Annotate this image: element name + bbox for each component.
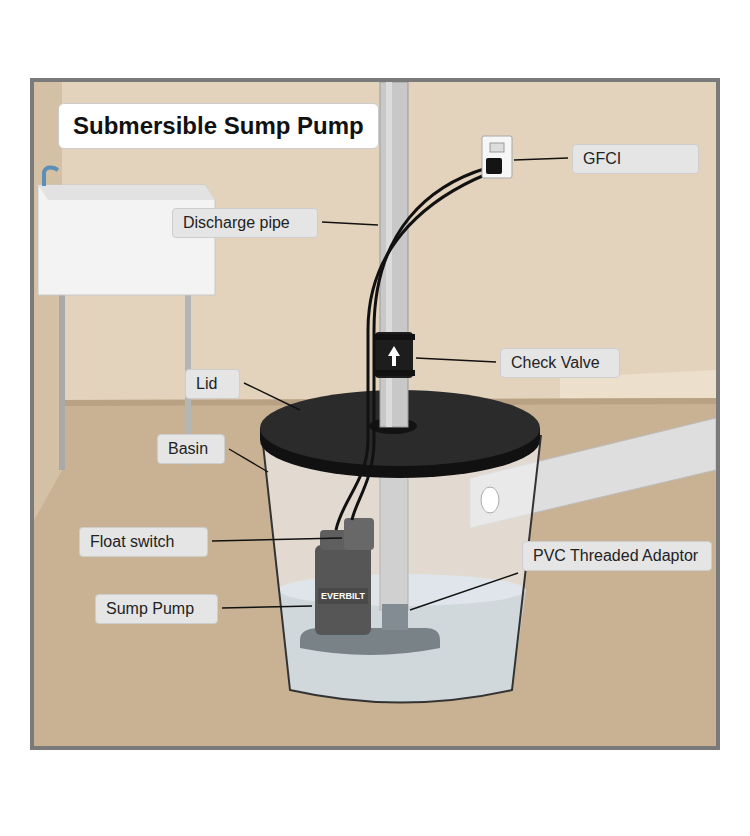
leader-line [410,573,518,610]
part-label: Sump Pump [95,594,218,624]
valve-band [373,370,415,376]
part-label: Check Valve [500,348,620,378]
diagram-title: Submersible Sump Pump [58,103,379,149]
gfci-outlet [482,136,512,178]
power-cord [352,168,487,520]
back-wall [34,82,716,746]
part-label: Float switch [79,527,208,557]
part-label: GFCI [572,144,699,174]
flow-arrow [388,346,400,366]
leader-line [244,383,300,410]
sink-faucet [44,168,58,187]
sink-tub [38,185,215,295]
sink-leg [59,290,65,470]
leader-line [514,158,568,160]
part-label: Basin [157,434,225,464]
sink-rim [38,185,215,200]
label-text: Float switch [90,532,174,552]
frame [32,80,718,748]
label-text: Basin [168,439,208,459]
leader-line [416,358,496,362]
outlet-socket [490,143,504,152]
label-text: PVC Threaded Adaptor [533,546,698,566]
brand-label: EVERBILT [315,590,371,602]
label-text: Discharge pipe [183,213,290,233]
label-text: Sump Pump [106,599,194,619]
part-label: Discharge pipe [172,208,318,238]
part-label: Lid [185,369,240,399]
part-label: PVC Threaded Adaptor [522,541,712,571]
basin-inlet [481,487,499,513]
leader-line [212,538,342,541]
valve-band [373,334,415,340]
side-wall [34,82,62,520]
leader-line [229,449,268,472]
label-text: Lid [196,374,217,394]
leader-line [322,222,378,225]
label-text: GFCI [583,149,621,169]
leader-line [222,606,312,608]
power-cord [336,174,487,530]
label-text: Check Valve [511,353,600,373]
plug [486,158,502,174]
